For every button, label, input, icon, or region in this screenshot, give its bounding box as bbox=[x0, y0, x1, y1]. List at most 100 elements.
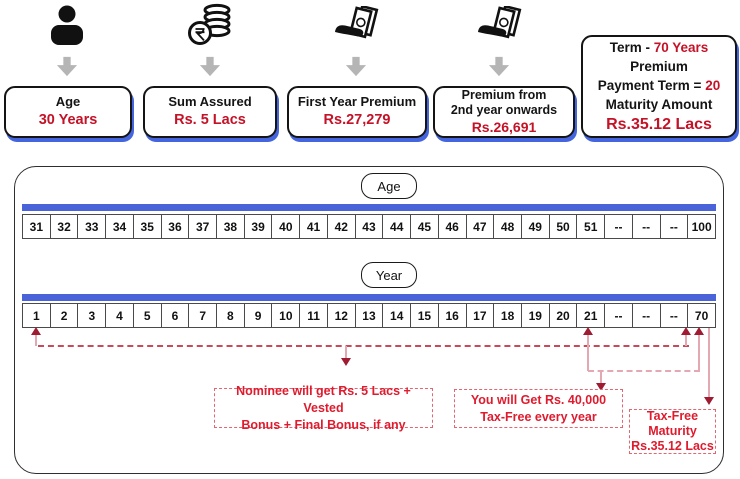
premium-word: Premium bbox=[630, 58, 688, 74]
down-arrow-icon bbox=[345, 56, 367, 77]
age-cell: 31 bbox=[29, 219, 44, 234]
annual-payout-line2: Tax-Free every year bbox=[480, 409, 597, 424]
renewal-premium-card-label-line1: Premium from bbox=[461, 88, 547, 102]
annual-payout-note: You will Get Rs. 40,000 Tax-Free every y… bbox=[454, 389, 623, 428]
arrow-shaft bbox=[685, 335, 687, 346]
up-arrow-icon bbox=[681, 327, 691, 335]
age-cell: 35 bbox=[132, 215, 161, 238]
year-cell: 16 bbox=[437, 304, 466, 327]
arrow-shaft bbox=[708, 328, 710, 397]
down-arrow-icon bbox=[596, 383, 606, 391]
annual-payout-line1: You will Get Rs. 40,000 bbox=[470, 392, 607, 407]
age-cell: 44 bbox=[382, 215, 410, 238]
payment-term-value: 20 bbox=[705, 77, 721, 93]
year-cell: 4 bbox=[105, 304, 133, 327]
up-arrow-icon bbox=[31, 327, 41, 335]
year-cell: -- bbox=[604, 304, 632, 327]
maturity-note-line1: Tax-Free bbox=[646, 409, 699, 423]
arrow-shaft bbox=[600, 371, 602, 383]
nominee-benefit-note: Nominee will get Rs. 5 Lacs + Vested Bon… bbox=[214, 384, 433, 432]
first-premium-card-value: Rs.27,279 bbox=[323, 112, 391, 128]
age-card: Age 30 Years bbox=[4, 86, 132, 138]
year-row-label: Year bbox=[361, 262, 417, 288]
nominee-benefit-line1: Nominee will get Rs. 5 Lacs + Vested bbox=[236, 383, 411, 415]
down-arrow-icon bbox=[56, 56, 78, 77]
year-cell: 18 bbox=[493, 304, 521, 327]
age-cell: 50 bbox=[548, 215, 577, 238]
arrow-shaft bbox=[345, 346, 347, 358]
year-cell: 7 bbox=[188, 304, 216, 327]
up-arrow-icon bbox=[583, 327, 593, 335]
payment-term-label: Payment Term = bbox=[597, 77, 706, 93]
age-cell: 32 bbox=[49, 215, 78, 238]
sum-assured-card: Sum Assured Rs. 5 Lacs bbox=[143, 86, 277, 138]
sum-assured-card-value: Rs. 5 Lacs bbox=[174, 112, 246, 128]
year-cell: 10 bbox=[271, 304, 299, 327]
age-cell: 41 bbox=[299, 215, 327, 238]
age-cell: 34 bbox=[105, 215, 133, 238]
year-cell: 70 bbox=[687, 304, 715, 327]
year-row-bar bbox=[22, 294, 716, 301]
down-arrow-icon bbox=[488, 56, 510, 77]
maturity-amount-value: Rs.35.12 Lacs bbox=[606, 115, 712, 133]
renewal-premium-card: Premium from 2nd year onwards Rs.26,691 bbox=[433, 86, 575, 138]
age-cell: -- bbox=[604, 215, 632, 238]
year-cell: 17 bbox=[465, 304, 494, 327]
age-cell: 33 bbox=[77, 215, 105, 238]
age-cell: 46 bbox=[437, 215, 466, 238]
year-cell: 21 bbox=[576, 304, 604, 327]
year-cell: 15 bbox=[410, 304, 438, 327]
year-cell: 6 bbox=[160, 304, 189, 327]
age-cell: 100 bbox=[687, 215, 715, 238]
year-cell: 2 bbox=[49, 304, 78, 327]
arrow-shaft bbox=[35, 335, 37, 346]
age-cell: 51 bbox=[576, 215, 604, 238]
up-arrow-icon bbox=[694, 327, 704, 335]
year-cell: 13 bbox=[354, 304, 383, 327]
age-cell: -- bbox=[659, 215, 688, 238]
term-value: 70 Years bbox=[653, 39, 709, 55]
year-cell: 3 bbox=[77, 304, 105, 327]
year-cell: 14 bbox=[382, 304, 410, 327]
year-cell: 1 bbox=[33, 308, 40, 323]
maturity-note-line3: Rs.35.12 Lacs bbox=[631, 439, 714, 453]
age-cell: 36 bbox=[160, 215, 189, 238]
term-summary-card: Term - 70 Years Premium Payment Term = 2… bbox=[581, 35, 737, 138]
age-cell: 42 bbox=[326, 215, 355, 238]
year-cell: 12 bbox=[326, 304, 355, 327]
age-cell: 43 bbox=[354, 215, 383, 238]
age-card-label: Age bbox=[55, 94, 81, 109]
down-arrow-icon bbox=[704, 397, 714, 405]
maturity-amount-label: Maturity Amount bbox=[605, 96, 713, 112]
annual-payout-span-line bbox=[588, 370, 700, 372]
age-cell: 38 bbox=[216, 215, 244, 238]
age-cell: 40 bbox=[271, 215, 299, 238]
down-arrow-icon bbox=[199, 56, 221, 77]
year-cell: 5 bbox=[132, 304, 161, 327]
sum-assured-card-label: Sum Assured bbox=[168, 94, 252, 109]
age-cell: 39 bbox=[243, 215, 272, 238]
money-hand-icon bbox=[478, 6, 522, 39]
age-cell: 48 bbox=[493, 215, 521, 238]
age-cell: 45 bbox=[410, 215, 438, 238]
first-premium-card-label: First Year Premium bbox=[297, 94, 417, 109]
arrow-shaft bbox=[587, 335, 589, 371]
age-cell: 49 bbox=[520, 215, 549, 238]
age-cell: 47 bbox=[465, 215, 494, 238]
year-cell: 11 bbox=[299, 304, 327, 327]
person-icon bbox=[51, 5, 83, 45]
nominee-benefit-line2: Bonus + Final Bonus, if any bbox=[241, 417, 406, 432]
down-arrow-icon bbox=[341, 358, 351, 366]
maturity-note: Tax-Free Maturity Rs.35.12 Lacs bbox=[629, 409, 716, 454]
age-card-value: 30 Years bbox=[38, 112, 98, 128]
term-label: Term - bbox=[609, 39, 654, 55]
renewal-premium-card-label-line2: 2nd year onwards bbox=[450, 103, 558, 117]
maturity-note-line2: Maturity bbox=[648, 424, 697, 438]
arrow-shaft bbox=[698, 335, 700, 371]
rupee-coins-icon bbox=[188, 3, 231, 45]
year-cell: 8 bbox=[216, 304, 244, 327]
renewal-premium-card-value: Rs.26,691 bbox=[471, 119, 537, 135]
